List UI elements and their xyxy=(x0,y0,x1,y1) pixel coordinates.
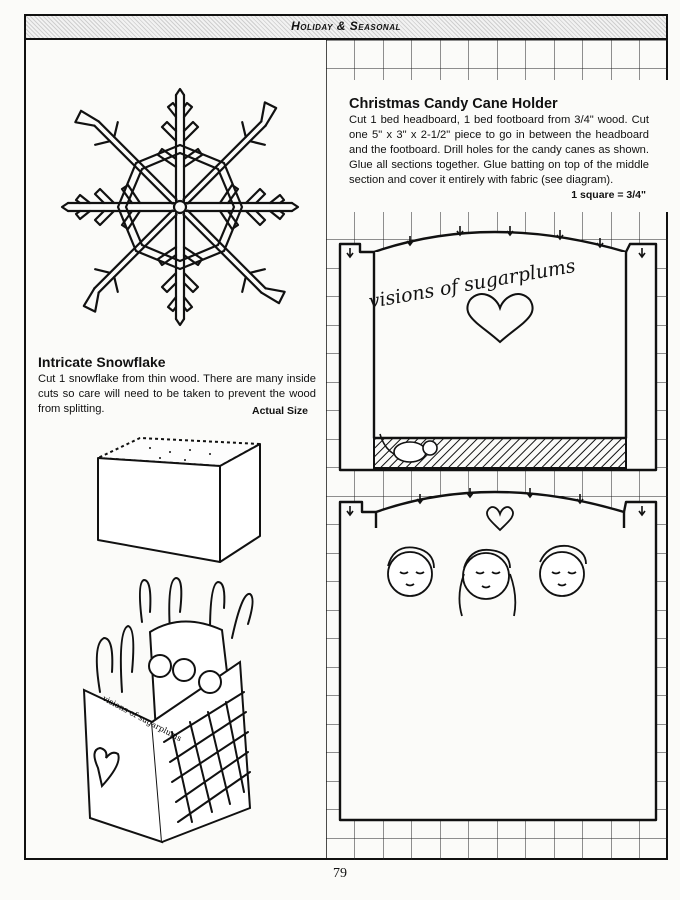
section-title: Holiday & Seasonal xyxy=(291,19,401,33)
middle-block-sketch xyxy=(97,437,261,563)
section-header: Holiday & Seasonal xyxy=(24,14,668,40)
page-number: 79 xyxy=(333,866,347,881)
snowflake-title: Intricate Snowflake xyxy=(38,354,166,370)
bed-pattern-diagram: visions of sugarplums xyxy=(338,226,658,822)
candy-cane-instructions: Cut 1 bed headboard, 1 bed footboard fro… xyxy=(349,114,649,186)
finished-holder-sketch: visions of sugarplums xyxy=(82,576,254,844)
snowflake-instructions: Cut 1 snowflake from thin wood. There ar… xyxy=(38,373,316,415)
snowflake-size-note: Actual Size xyxy=(252,405,309,417)
snowflake-pattern xyxy=(60,87,300,327)
grid-scale-note: 1 square = 3/4" xyxy=(571,189,646,201)
candy-cane-title: Christmas Candy Cane Holder xyxy=(349,96,558,112)
